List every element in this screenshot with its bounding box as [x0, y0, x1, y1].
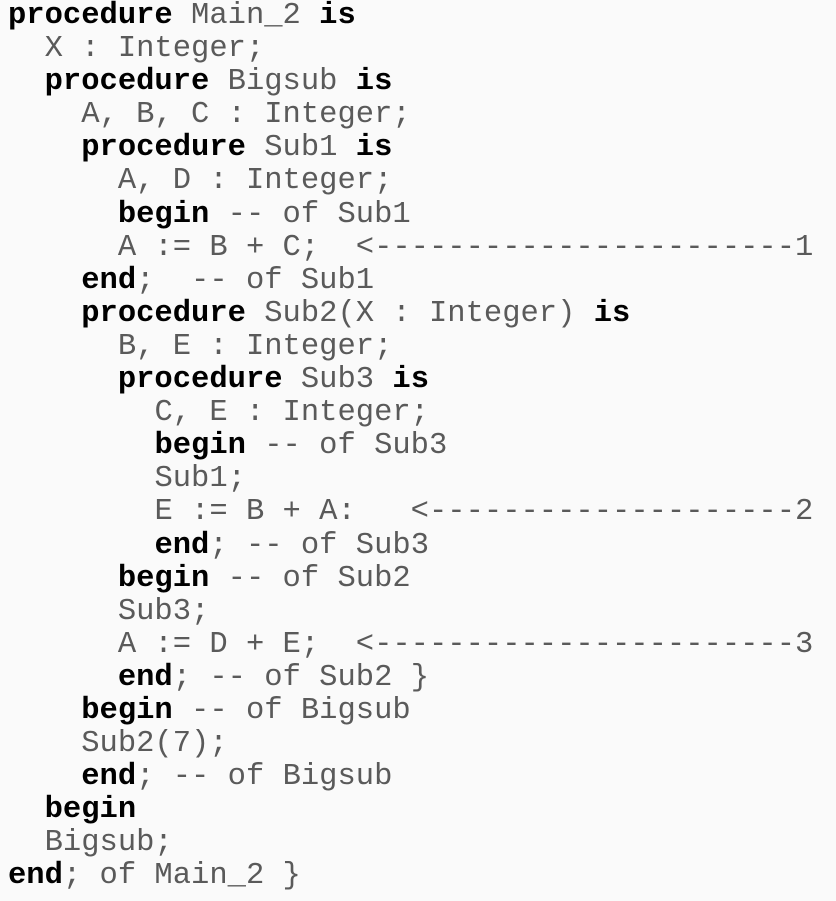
code-text: Bigsub	[209, 65, 356, 100]
code-indent	[8, 462, 154, 496]
code-text: A := D + E; <-----------------------3	[117, 627, 814, 662]
code-line: A, D : Integer;	[8, 165, 813, 198]
code-text: X : Integer;	[44, 32, 265, 67]
code-line: Sub1;	[8, 463, 813, 496]
code-keyword: is	[593, 296, 631, 331]
code-line: X : Integer;	[8, 33, 813, 66]
code-indent	[8, 495, 154, 529]
code-text: ; -- of Sub1	[136, 263, 375, 298]
code-indent	[8, 330, 118, 364]
code-keyword: begin	[154, 429, 246, 464]
code-line: A := B + C; <-----------------------1	[8, 230, 814, 265]
code-indent	[8, 65, 45, 99]
code-keyword: end	[81, 263, 137, 298]
code-indent	[8, 562, 118, 596]
code-text: B, E : Integer;	[117, 329, 393, 364]
code-keyword: is	[319, 0, 356, 33]
code-text: -- of Sub1	[209, 197, 411, 232]
code-text: Sub3;	[117, 594, 210, 629]
code-text: -- of Sub2	[209, 561, 411, 596]
code-keyword: end	[117, 660, 173, 695]
code-line: begin -- of Sub3	[8, 430, 813, 463]
code-line: end; of Main_2 }	[8, 860, 813, 893]
code-text: Sub3	[282, 363, 393, 398]
code-indent	[8, 760, 81, 794]
code-text: C, E : Integer;	[154, 396, 429, 431]
code-indent	[8, 198, 118, 232]
code-keyword: is	[355, 65, 393, 100]
code-text: ; -- of Sub3	[209, 528, 429, 563]
code-line: procedure Sub1 is	[8, 132, 813, 165]
code-indent	[8, 628, 118, 662]
code-keyword: end	[154, 528, 210, 563]
code-keyword: is	[392, 363, 429, 398]
code-line: E := B + A: <--------------------2	[8, 496, 813, 529]
code-line: B, E : Integer;	[8, 329, 813, 364]
code-indent	[8, 396, 154, 430]
code-text: Sub1;	[154, 462, 246, 497]
code-line: A := D + E; <-----------------------3	[8, 627, 814, 662]
code-indent	[8, 32, 45, 66]
code-text: A, B, C : Integer;	[81, 98, 411, 133]
code-line: Sub3;	[8, 594, 813, 629]
code-text: A := B + C; <-----------------------1	[117, 230, 814, 265]
code-indent	[8, 694, 81, 728]
code-indent	[8, 727, 81, 761]
code-line: C, E : Integer;	[8, 397, 813, 430]
code-text: Sub2(7);	[81, 727, 228, 762]
code-text: Sub2(X : Integer)	[245, 296, 594, 331]
code-indent	[8, 661, 118, 695]
code-indent	[8, 231, 118, 265]
code-indent	[8, 826, 45, 860]
code-keyword: begin	[81, 693, 173, 728]
code-keyword: procedure	[8, 0, 173, 33]
code-text: Bigsub;	[44, 826, 173, 861]
code-listing: procedure Main_2 is X : Integer; procedu…	[8, 0, 813, 894]
code-line: begin -- of Sub2	[8, 561, 813, 596]
code-line: begin -- of Sub1	[8, 197, 813, 232]
code-indent	[8, 131, 81, 165]
code-indent	[8, 595, 118, 629]
code-indent	[8, 297, 81, 331]
code-keyword: is	[355, 131, 393, 166]
code-keyword: begin	[117, 197, 210, 232]
code-keyword: procedure	[44, 65, 210, 100]
code-line: Sub2(7);	[8, 728, 813, 761]
code-indent	[8, 264, 81, 298]
code-line: end; -- of Bigsub	[8, 761, 813, 794]
code-text: -- of Bigsub	[172, 693, 411, 728]
code-keyword: procedure	[81, 131, 246, 166]
code-text: Sub1	[245, 131, 356, 166]
code-line: end; -- of Sub2 }	[8, 660, 813, 695]
code-line: procedure Bigsub is	[8, 66, 813, 99]
code-indent	[8, 98, 81, 132]
code-line: end; -- of Sub1	[8, 263, 813, 298]
code-line: procedure Sub2(X : Integer) is	[8, 296, 813, 331]
code-indent	[8, 429, 154, 463]
code-line: procedure Main_2 is	[8, 0, 813, 33]
code-indent	[8, 164, 118, 198]
code-line: end; -- of Sub3	[8, 528, 813, 563]
code-keyword: end	[8, 859, 63, 894]
code-indent	[8, 793, 45, 827]
code-indent	[8, 529, 154, 563]
code-keyword: procedure	[117, 363, 283, 398]
code-text: E := B + A: <--------------------2	[154, 495, 814, 530]
code-keyword: begin	[117, 561, 210, 596]
code-keyword: begin	[44, 793, 137, 828]
code-text: -- of Sub3	[245, 429, 448, 464]
code-text: A, D : Integer;	[117, 164, 393, 199]
code-line: begin	[8, 794, 813, 827]
code-text: ; -- of Sub2 }	[172, 660, 429, 695]
code-text: ; -- of Bigsub	[136, 760, 393, 795]
code-indent	[8, 363, 118, 397]
code-line: procedure Sub3 is	[8, 363, 813, 398]
code-text: Main_2	[172, 0, 320, 33]
code-keyword: procedure	[81, 296, 246, 331]
code-line: A, B, C : Integer;	[8, 99, 813, 132]
code-line: begin -- of Bigsub	[8, 693, 813, 728]
code-text: ; of Main_2 }	[62, 859, 301, 894]
code-keyword: end	[81, 760, 137, 795]
code-line: Bigsub;	[8, 827, 813, 860]
